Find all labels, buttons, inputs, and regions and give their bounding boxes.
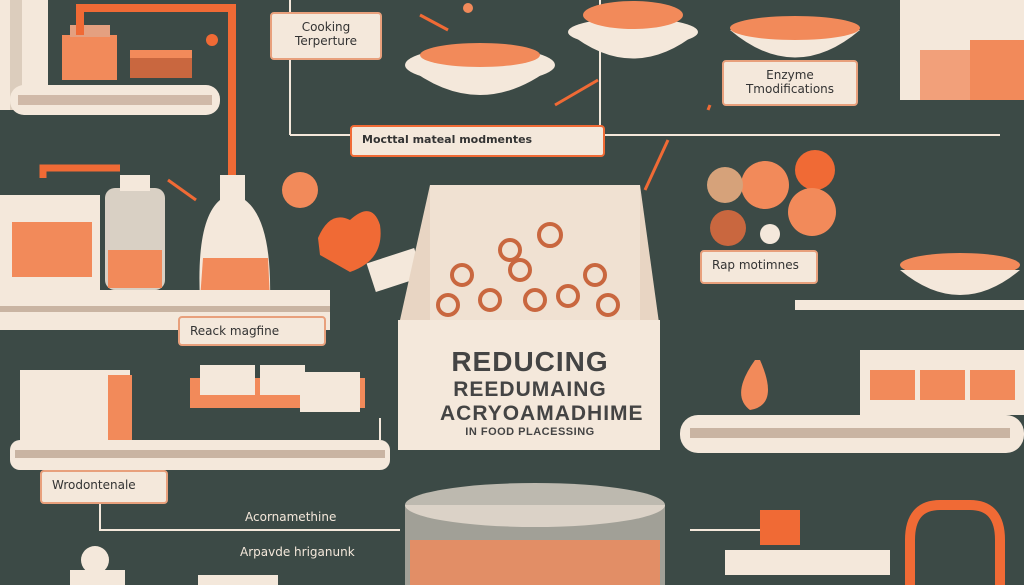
arrows — [167, 13, 712, 202]
bottle-left — [105, 175, 165, 290]
bowl-top-left — [405, 3, 555, 95]
center-box — [398, 185, 660, 450]
center-line4: IN FOOD PLACESSING — [465, 426, 595, 438]
floating-acornamethine: Acornamethine — [245, 510, 337, 524]
label-cooking: Cooking — [301, 20, 351, 34]
label-enzyme: Enzyme Tmodifications — [722, 60, 858, 106]
center-line2: REEDUMAING — [453, 378, 607, 401]
label-enzyme-line1: Enzyme — [766, 68, 814, 82]
center-line1: REDUCING — [451, 346, 609, 377]
label-material: Mocttal mateal modmentes — [350, 125, 605, 157]
label-enzyme-line2: Tmodifications — [745, 82, 835, 96]
label-temperature: Terperture — [295, 34, 357, 48]
bowl-top-right — [730, 16, 860, 58]
conveyor-right — [680, 300, 1024, 453]
glass-bowl — [405, 483, 665, 585]
label-wrod: Wrodontenale — [40, 470, 168, 504]
floating-arpavde: Arpavde hriganunk — [240, 545, 355, 559]
label-reack: Reack magfine — [178, 316, 326, 346]
flask-center — [39, 164, 271, 300]
bowl-top-middle — [568, 1, 698, 59]
bowl-right — [900, 253, 1020, 295]
bottom-right-equipment — [725, 500, 1005, 585]
apple-hand — [282, 172, 424, 292]
machine-bottom-left — [10, 365, 390, 470]
top-left-machine — [0, 0, 236, 175]
label-rap: Rap motimnes — [700, 250, 818, 284]
center-title: REDUCING REEDUMAING ACRYOAMADHIME IN FOO… — [440, 346, 644, 438]
label-cooking-temperature: Cooking Terperture — [270, 12, 382, 60]
fruit-cluster — [707, 150, 836, 246]
center-line3: ACRYOAMADHIME — [440, 402, 644, 425]
